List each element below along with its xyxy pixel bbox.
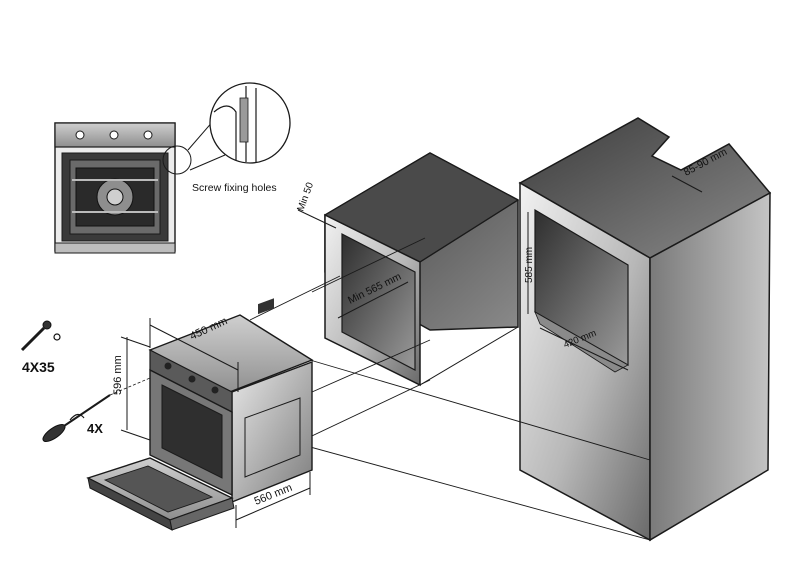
dimension-lines [120, 175, 703, 528]
label-min-50: Min 50 [295, 181, 316, 213]
label-4x: 4X [87, 421, 103, 436]
label-585: 585 mm [524, 247, 535, 283]
oven-side-badge [258, 298, 274, 315]
middle-cabinet [323, 152, 520, 387]
magnifier-callout [162, 82, 291, 175]
built-in-oven [86, 298, 314, 531]
oven-knob [211, 386, 219, 394]
inset-knob [143, 130, 153, 140]
screw-icon [20, 320, 61, 352]
inset-oven-front-view [54, 122, 176, 254]
oven-knob [164, 362, 172, 370]
right-cabinet [518, 117, 772, 542]
inset-knob [109, 130, 119, 140]
label-4x35: 4X35 [22, 359, 55, 375]
label-596: 596 mm [112, 355, 124, 395]
label-screw-fixing-holes: Screw fixing holes [192, 182, 277, 194]
inset-knob [75, 130, 85, 140]
screwdriver-icon [42, 394, 111, 443]
oven-knob [188, 375, 196, 383]
middle-cabinet-cavity [341, 233, 416, 371]
